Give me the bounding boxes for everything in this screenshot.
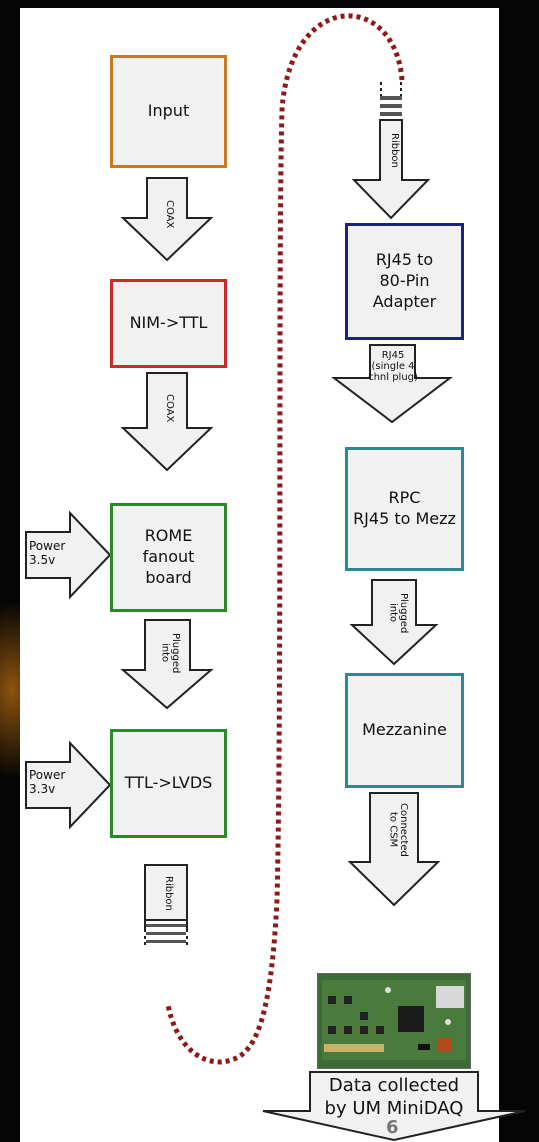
arrow-coax-1 <box>120 177 214 262</box>
label-ribbon-right: Ribbon <box>389 133 400 168</box>
page-number: 6 <box>386 1117 399 1138</box>
arrow-final-data <box>262 1071 526 1142</box>
arrow-power-3-3v <box>25 740 112 830</box>
label-connected-to-csm: Connected to CSM <box>387 803 410 857</box>
box-rome-fanout: ROME fanout board <box>110 503 227 612</box>
box-ttl-lvds: TTL->LVDS <box>110 729 227 838</box>
box-rj45-adapter: RJ45 to 80-Pin Adapter <box>345 223 464 340</box>
label-ribbon-left: Ribbon <box>163 876 174 911</box>
circuit-board-photo <box>317 973 471 1069</box>
label-plugged-into-1: Plugged into <box>159 632 182 674</box>
box-rpc: RPC RJ45 to Mezz <box>345 447 464 571</box>
box-input: Input <box>110 55 227 168</box>
ribbon-right-connector <box>351 82 431 220</box>
circuit-board-drawing <box>318 974 470 1068</box>
arrow-coax-2 <box>120 372 214 472</box>
box-mezzanine: Mezzanine <box>345 673 464 788</box>
box-nim-ttl: NIM->TTL <box>110 279 227 368</box>
arrow-connected-to-csm <box>347 792 441 907</box>
label-coax-1: COAX <box>164 199 175 229</box>
label-power-3-5v: Power 3.5v <box>29 539 66 567</box>
arrow-plugged-into-2 <box>349 579 439 666</box>
label-power-3-3v: Power 3.3v <box>29 768 66 796</box>
label-data-collected: Data collected by UM MiniDAQ <box>324 1075 464 1119</box>
arrow-plugged-into-1 <box>120 619 214 710</box>
label-plugged-into-2: Plugged into <box>387 592 410 634</box>
arrow-rj45 <box>331 344 453 424</box>
label-rj45: RJ45 (single 4 chnl plug) <box>368 350 418 383</box>
arrow-power-3-5v <box>25 510 112 600</box>
label-coax-2: COAX <box>164 393 175 423</box>
ribbon-left-connector <box>144 864 188 946</box>
